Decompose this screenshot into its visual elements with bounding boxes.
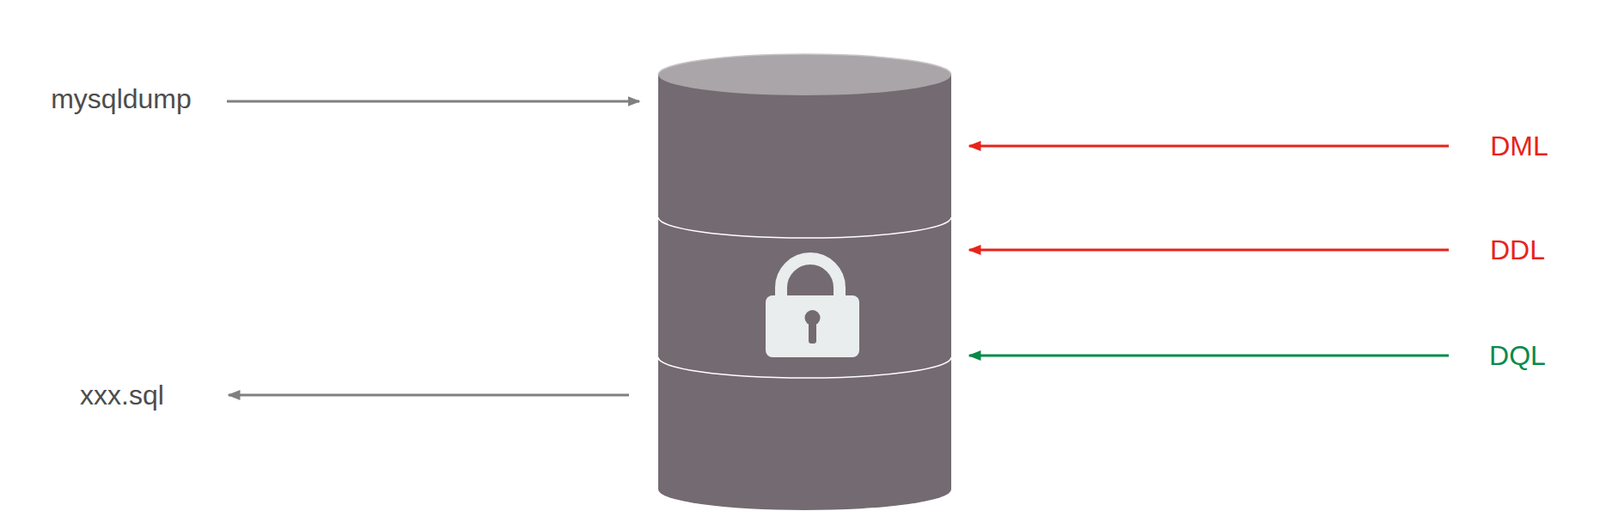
blocked-statement-label: DDL xyxy=(1490,234,1546,267)
leader-arrows xyxy=(226,101,1449,396)
file-label: xxx.sql xyxy=(79,379,165,412)
lock-icon xyxy=(765,258,860,358)
allowed-statement-label: DQL xyxy=(1489,340,1546,373)
database-cylinder xyxy=(658,54,952,511)
blocked-statement-label: DML xyxy=(1490,130,1549,163)
tool-label: mysqldump xyxy=(50,83,192,116)
